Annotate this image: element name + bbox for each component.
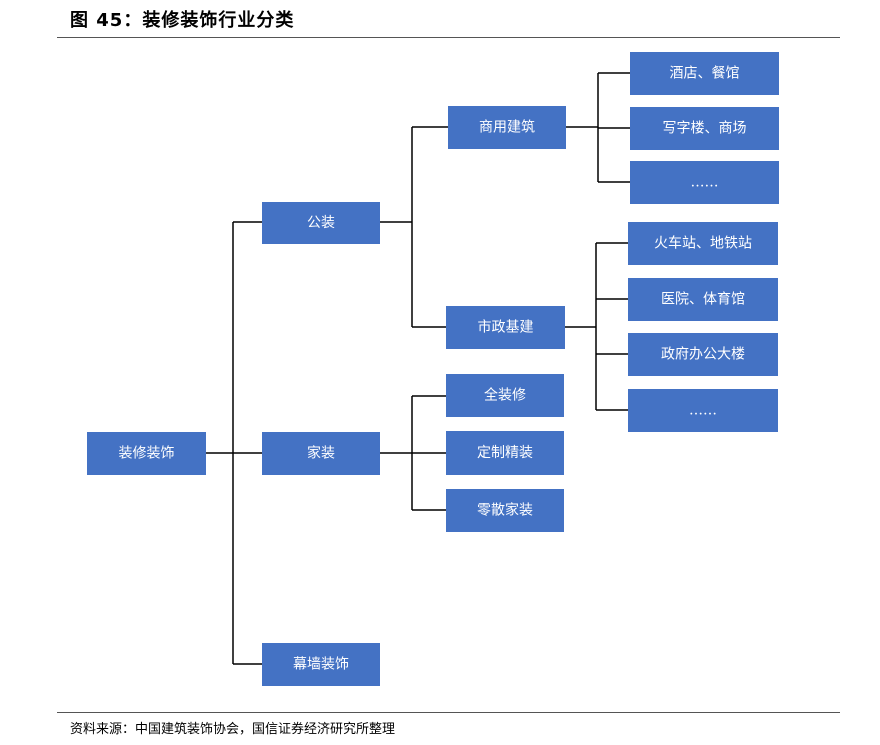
- node-government: 政府办公大楼: [628, 333, 778, 376]
- node-public-label: 公装: [307, 215, 335, 231]
- node-root-label: 装修装饰: [119, 446, 175, 462]
- node-municipal-more: ……: [628, 389, 778, 432]
- figure-title: 图 45：装修装饰行业分类: [70, 10, 295, 31]
- node-scattered-label: 零散家装: [477, 502, 533, 519]
- node-custom: 定制精装: [446, 431, 564, 475]
- bottom-divider: [57, 712, 840, 713]
- node-home: 家装: [262, 432, 380, 475]
- source-note: 资料来源：中国建筑装饰协会，国信证券经济研究所整理: [70, 722, 396, 737]
- node-commercial: 商用建筑: [448, 106, 566, 149]
- node-commercial-more: ……: [630, 161, 779, 204]
- node-office: 写字楼、商场: [630, 107, 779, 150]
- node-station-label: 火车站、地铁站: [654, 235, 752, 252]
- node-municipal-label: 市政基建: [478, 319, 534, 336]
- node-municipal-more-label: ……: [689, 403, 717, 419]
- node-full: 全装修: [446, 374, 564, 417]
- node-municipal: 市政基建: [446, 306, 565, 349]
- node-curtain-label: 幕墙装饰: [293, 657, 349, 673]
- node-home-label: 家装: [307, 445, 335, 462]
- tree-connectors: [206, 72, 630, 665]
- node-curtain: 幕墙装饰: [262, 643, 380, 686]
- node-commercial-more-label: ……: [691, 175, 719, 191]
- top-divider: [57, 37, 840, 38]
- node-office-label: 写字楼、商场: [663, 121, 747, 137]
- node-government-label: 政府办公大楼: [661, 347, 745, 363]
- node-hotel: 酒店、餐馆: [630, 52, 779, 95]
- node-scattered: 零散家装: [446, 489, 564, 532]
- node-root: 装修装饰: [87, 432, 206, 475]
- node-public: 公装: [262, 202, 380, 244]
- node-hotel-label: 酒店、餐馆: [670, 66, 740, 82]
- node-station: 火车站、地铁站: [628, 222, 778, 265]
- node-full-label: 全装修: [484, 387, 526, 404]
- node-custom-label: 定制精装: [477, 445, 533, 461]
- node-hospital-label: 医院、体育馆: [661, 292, 745, 308]
- node-commercial-label: 商用建筑: [479, 120, 535, 136]
- node-hospital: 医院、体育馆: [628, 278, 778, 321]
